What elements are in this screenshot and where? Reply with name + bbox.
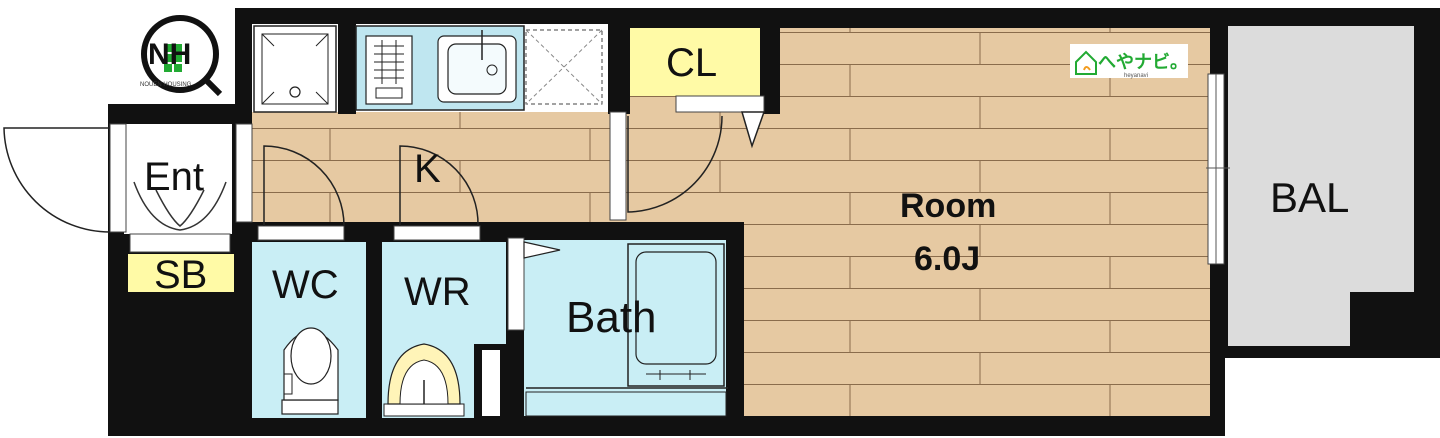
sink-icon <box>437 30 517 103</box>
wr-door <box>393 225 481 241</box>
shoe-box-edge <box>129 233 231 253</box>
bath-door <box>507 237 525 331</box>
wall-bath-right <box>726 222 744 418</box>
wc-door <box>257 225 345 241</box>
bath-pointer <box>523 241 561 259</box>
wall-counter-left <box>338 24 356 114</box>
label-cl: CL <box>666 41 717 85</box>
shoe-box-area <box>128 254 234 292</box>
entrance-door-frame <box>109 123 127 233</box>
front-door-swing <box>3 127 111 233</box>
closet-pointer <box>740 111 766 149</box>
wr-door-swing <box>399 145 479 227</box>
label-bath: Bath <box>566 293 657 342</box>
house-icon <box>1075 50 1097 75</box>
label-wc: WC <box>272 263 339 307</box>
stove-icon <box>365 35 413 105</box>
entrance-inner-frame <box>235 123 253 223</box>
logo-mark-text: NH <box>148 38 191 71</box>
label-balcony: BAL <box>1270 174 1349 221</box>
kitchen-room-opening <box>609 111 627 221</box>
washer-pan-icon <box>253 25 337 113</box>
closet-area <box>628 28 760 96</box>
logo-ring <box>141 15 219 93</box>
pipe-shaft-inner <box>482 350 500 416</box>
washbasin-icon <box>383 343 465 417</box>
heyanavi-tagline: heyanavi <box>1124 73 1148 79</box>
entrance-step <box>133 181 227 231</box>
logo-magnifier-handle <box>203 77 223 97</box>
balcony-step <box>1350 292 1414 348</box>
wall-closet-right <box>760 24 780 114</box>
wall-bath-top <box>520 222 742 240</box>
bathtub-icon <box>525 243 728 417</box>
label-wr: WR <box>404 270 471 314</box>
door-swings <box>3 115 723 233</box>
label-ent: Ent <box>144 155 204 199</box>
company-logo: NH NOUEN HOUSING <box>140 15 223 97</box>
label-room-name: Room <box>900 187 996 225</box>
heyanavi-text: へやナビ。 <box>1098 52 1188 73</box>
kitchen-floor <box>252 112 610 222</box>
closet-door <box>675 95 765 113</box>
toilet-icon <box>281 327 339 415</box>
label-k: K <box>414 147 441 191</box>
logo-tagline: NOUEN HOUSING <box>140 82 192 88</box>
label-sb: SB <box>154 253 207 297</box>
wall-kitchen-room <box>608 24 630 114</box>
wall-wc-wr <box>366 230 382 420</box>
fridge-space-icon <box>525 29 603 105</box>
room-labels: Ent K CL SB WC WR Bath Room 6.0J BAL <box>144 41 1349 342</box>
label-room-size: 6.0J <box>914 240 980 278</box>
wc-door-swing <box>263 145 345 227</box>
heyanavi-logo: へやナビ。 heyanavi <box>1070 44 1188 79</box>
room-door-swing <box>627 115 723 213</box>
entrance-floor <box>124 124 232 234</box>
